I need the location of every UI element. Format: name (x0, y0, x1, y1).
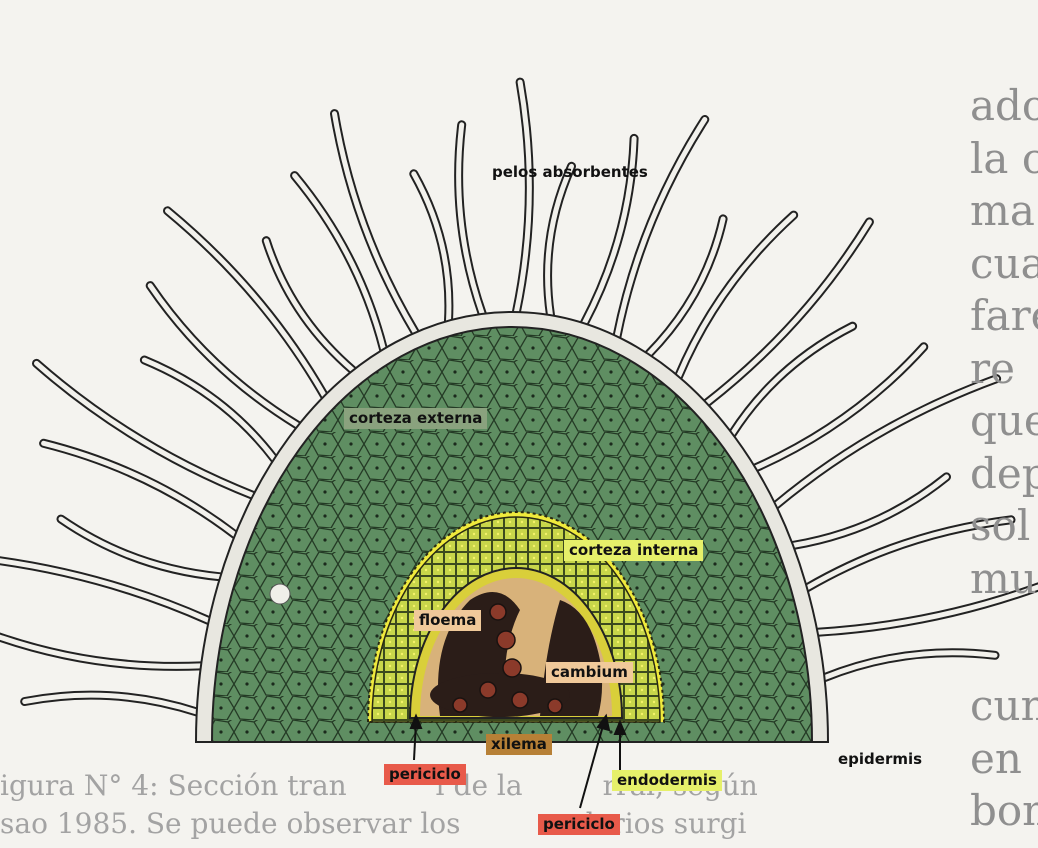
label-inner-cortex: corteza interna (564, 540, 703, 561)
caption-line-2: sao 1985. Se puede observar los undarios… (0, 806, 746, 841)
root-hair (61, 519, 220, 577)
root-hair (61, 519, 220, 577)
root-hair (144, 360, 274, 459)
root-hair (266, 241, 353, 371)
root-hair (732, 326, 852, 434)
root-hair (44, 443, 236, 535)
label-outer-cortex: corteza externa (344, 408, 487, 429)
label-epidermis: epidermis (838, 752, 922, 767)
root-hair (756, 347, 924, 468)
label-pericycle-bottom: periciclo (538, 814, 620, 835)
root-hair (25, 695, 197, 712)
label-root-hairs: pelos absorbentes (492, 165, 648, 180)
root-hair (266, 241, 353, 371)
label-xylem: xilema (486, 734, 552, 755)
root-hair (335, 114, 416, 333)
root-hair (144, 360, 274, 459)
label-pericycle-left: periciclo (384, 764, 466, 785)
background-text-right: ado la c ma cua fare re que dep sol mu (970, 80, 1038, 605)
root-hair (44, 443, 236, 535)
root-hair (707, 222, 870, 403)
label-endodermis: endodermis (612, 770, 722, 791)
label-cambium: cambium (546, 662, 633, 683)
label-phloem: floema (414, 610, 481, 631)
background-text-right-bottom: cun en bom (970, 680, 1038, 838)
root-hair (649, 219, 724, 354)
root-hair (414, 174, 449, 321)
root-hair (649, 219, 724, 354)
root-hair (756, 347, 924, 468)
root-hair (335, 114, 416, 333)
cortex-cavity (270, 584, 290, 604)
root-hair (707, 222, 870, 403)
root-hair (168, 211, 325, 396)
root-hair (732, 326, 852, 434)
root-hair (168, 211, 325, 396)
